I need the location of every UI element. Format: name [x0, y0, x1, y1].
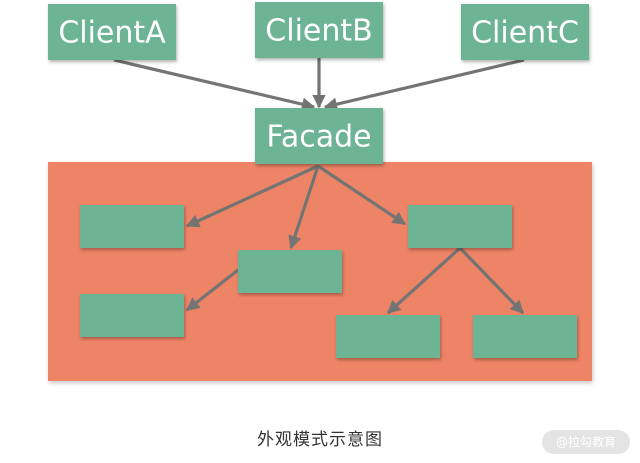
- arrow-facade-to-subsystem-2: [288, 165, 320, 250]
- arrow-client-a-to-facade: [113, 58, 316, 111]
- client-a-node: ClientA: [48, 4, 176, 60]
- client-c-box: [461, 4, 589, 60]
- facade-node: Facade: [255, 108, 383, 164]
- facade-box: [255, 108, 383, 164]
- subsystem-2-box: [238, 250, 342, 293]
- arrow-client-c-to-facade: [323, 58, 525, 111]
- subsystem-1-box: [80, 205, 184, 248]
- subsystem-6-box: [473, 315, 577, 358]
- arrow-facade-to-subsystem-3: [317, 164, 407, 226]
- arrow-subsystem-3-to-subsystem-5: [386, 246, 462, 315]
- subsystem-3-node: [408, 205, 512, 248]
- client-b-label: ClientB: [265, 14, 372, 49]
- arrow-facade-to-subsystem-1: [185, 164, 319, 228]
- subsystem-1-node: [80, 205, 184, 248]
- edges-layer: [113, 58, 525, 315]
- diagram-caption: 外观模式示意图: [257, 430, 383, 450]
- subsystem-4-box: [80, 294, 184, 337]
- subsystem-4-node: [80, 294, 184, 337]
- client-c-node: ClientC: [461, 4, 589, 60]
- arrow-subsystem-2-to-subsystem-4: [185, 268, 239, 312]
- client-a-box: [48, 4, 176, 60]
- client-b-node: ClientB: [255, 2, 383, 58]
- facade-label: Facade: [266, 120, 371, 155]
- client-c-label: ClientC: [471, 16, 579, 51]
- client-a-label: ClientA: [58, 16, 166, 51]
- arrow-subsystem-3-to-subsystem-6: [458, 246, 525, 315]
- subsystem-3-box: [408, 205, 512, 248]
- watermark: @拉勾教育: [542, 430, 630, 454]
- subsystem-5-node: [336, 315, 440, 358]
- subsystem-2-node: [238, 250, 342, 293]
- subsystem-6-node: [473, 315, 577, 358]
- client-b-box: [255, 2, 383, 58]
- nodes-layer: ClientA ClientB ClientC Facade: [48, 2, 589, 358]
- subsystem-5-box: [336, 315, 440, 358]
